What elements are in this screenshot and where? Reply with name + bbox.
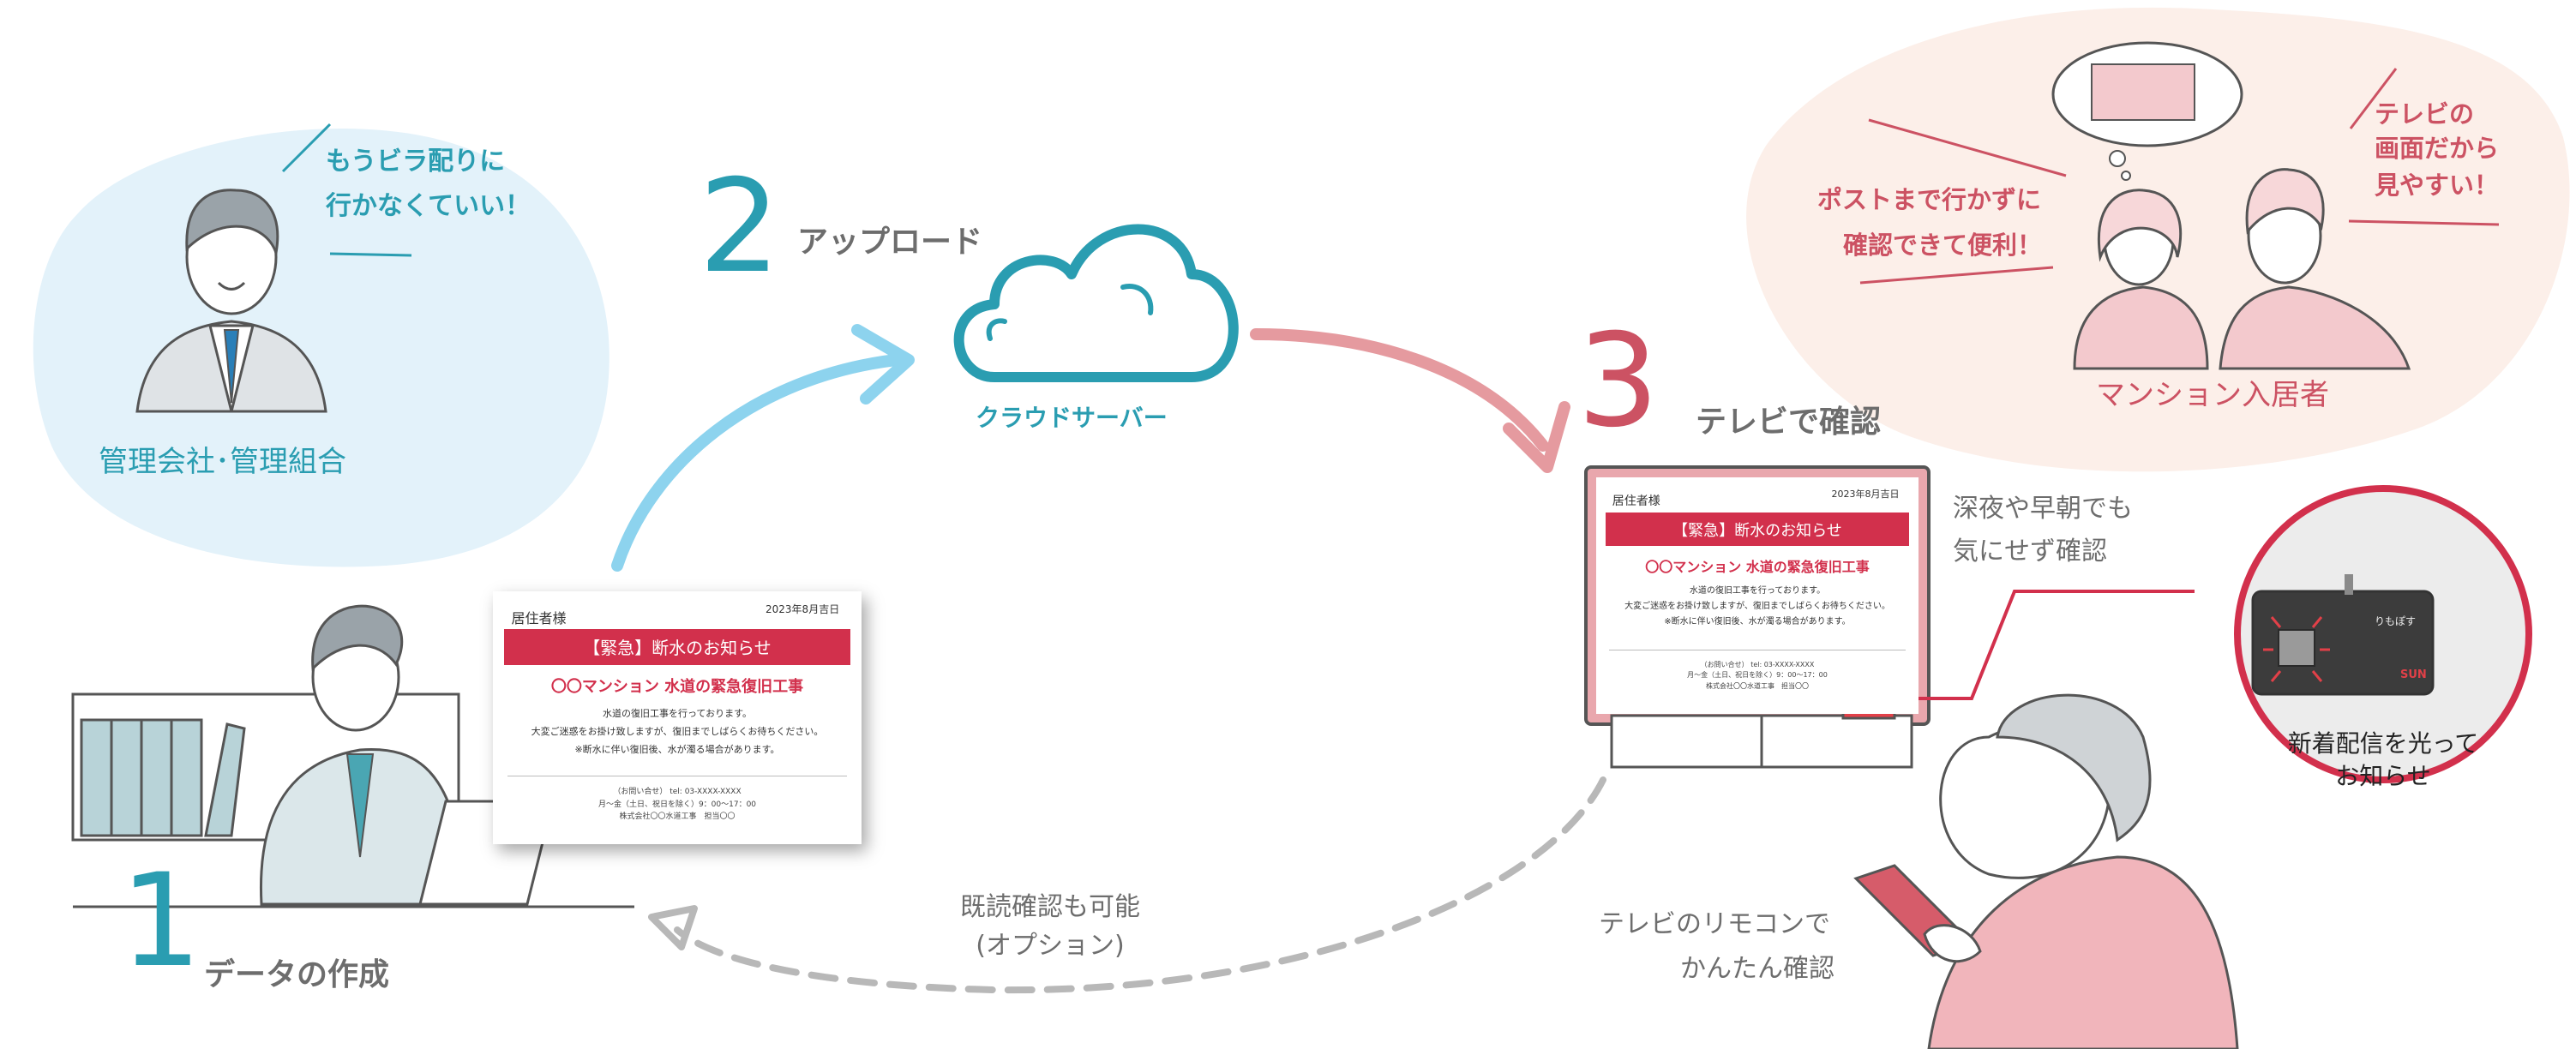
device-brand: SUN xyxy=(2400,668,2427,681)
tv-screen-notice: 2023年8月吉日 居住者様 【緊急】断水のお知らせ 〇〇マンション 水道の緊急… xyxy=(1596,477,1918,714)
admin-background-blob xyxy=(33,129,609,567)
device-caption-line2: お知らせ xyxy=(2335,762,2431,790)
cloud-server-icon xyxy=(953,224,1239,382)
step1-number: 1 xyxy=(120,847,202,996)
notice-body-line2: 大変ご迷惑をお掛け致しますが、復旧までしばらくお待ちください。 xyxy=(531,725,824,737)
notice-contact: （お問い合せ） tel: 03-XXXX-XXXX xyxy=(613,788,742,797)
device-connector-line xyxy=(1903,590,2195,700)
admin-person-icon xyxy=(135,189,327,413)
notice-headline: 〇〇マンション 水道の緊急復旧工事 xyxy=(550,678,804,697)
tv-notice-contact: （お問い合せ） tel: 03-XXXX-XXXX xyxy=(1700,660,1815,668)
resident-speech-left-line1: ポストまで行かずに xyxy=(1817,185,2042,214)
upload-arrowhead xyxy=(851,324,915,405)
notice-addressee: 居住者様 xyxy=(511,609,567,626)
admin-speech-line2: 行かなくていい！ xyxy=(326,191,531,221)
tv-notice-date: 2023年8月吉日 xyxy=(1831,489,1900,501)
tv-notice-company: 株式会社〇〇水道工事 担当〇〇 xyxy=(1706,682,1809,691)
tv-notice-addressee: 居住者様 xyxy=(1612,494,1660,508)
delivery-arrow xyxy=(1250,328,1549,452)
notice-document: 2023年8月吉日 居住者様 【緊急】断水のお知らせ 〇〇マンション 水道の緊急… xyxy=(493,591,862,844)
elderly-man-illustration xyxy=(1853,693,2239,1049)
step3-label: テレビで確認 xyxy=(1696,405,1882,440)
read-receipt-arrowhead xyxy=(648,905,698,950)
notice-body-line1: 水道の復旧工事を行っております。 xyxy=(602,707,753,719)
step2-label: アップロード xyxy=(797,225,983,260)
tv-notice-banner: 【緊急】断水のお知らせ xyxy=(1606,513,1909,547)
delivery-arrowhead xyxy=(1503,401,1570,473)
step2-number: 2 xyxy=(699,153,781,302)
notice-body-line3: ※断水に伴い復旧後、水が濁る場合があります。 xyxy=(574,743,780,755)
tv-notice-body-line2: 大変ご迷惑をお掛け致しますが、復旧までしばらくお待ちください。 xyxy=(1624,602,1890,612)
resident-speech-right-line3: 見やすい！ xyxy=(2375,171,2500,200)
device-caption-line1: 新着配信を光って xyxy=(2287,729,2479,758)
tv-notice-headline: 〇〇マンション 水道の緊急復旧工事 xyxy=(1645,559,1870,576)
resident-speech-left-line2: 確認できて便利！ xyxy=(1843,231,2043,260)
step3-number: 3 xyxy=(1577,307,1660,456)
tv-notice-body: 水道の復旧工事を行っております。 大変ご迷惑をお掛け致しますが、復旧までしばらく… xyxy=(1609,584,1906,630)
residents-illustration xyxy=(2051,41,2411,370)
tv-notice-hours: 月〜金（土日、祝日を除く）9：00〜17：00 xyxy=(1687,671,1828,680)
speech-mark xyxy=(329,252,412,257)
notice-hours: 月〜金（土日、祝日を除く）9：00〜17：00 xyxy=(597,800,757,809)
resident-label: マンション入居者 xyxy=(2096,378,2329,412)
notification-device-icon xyxy=(2234,485,2532,783)
admin-label: 管理会社･管理組合 xyxy=(99,445,346,479)
tv-notice-body-line3: ※断水に伴い復旧後、水が濁る場合があります。 xyxy=(1664,617,1851,627)
notice-date: 2023年8月吉日 xyxy=(766,602,840,615)
remote-note-line1: テレビのリモコンで xyxy=(1599,909,1830,939)
tv-notice-body-line1: 水道の復旧工事を行っております。 xyxy=(1689,586,1826,596)
notice-footer: （お問い合せ） tel: 03-XXXX-XXXX 月〜金（土日、祝日を除く）9… xyxy=(493,786,862,823)
cloud-label: クラウドサーバー xyxy=(976,404,1168,432)
notice-company: 株式会社〇〇水道工事 担当〇〇 xyxy=(619,812,736,821)
notice-body: 水道の復旧工事を行っております。 大変ご迷惑をお掛け致しますが、復旧までしばらく… xyxy=(507,705,847,759)
read-receipt-line2: (オプション) xyxy=(976,931,1125,961)
read-receipt-line1: 既読確認も可能 xyxy=(960,892,1140,922)
speech-mark xyxy=(281,123,332,173)
tv-note-line1: 深夜や早朝でも xyxy=(1953,494,2133,524)
remote-note-line2: かんたん確認 xyxy=(1680,954,1834,984)
notice-banner: 【緊急】断水のお知らせ xyxy=(503,629,851,665)
tv-notice-footer: （お問い合せ） tel: 03-XXXX-XXXX 月〜金（土日、祝日を除く）9… xyxy=(1596,660,1918,692)
device-button-label: りもぽす xyxy=(2375,615,2417,627)
upload-arrow xyxy=(611,354,902,572)
resident-speech-right-line2: 画面だから xyxy=(2375,134,2500,163)
step1-label: データの作成 xyxy=(204,957,390,992)
read-receipt-arrow xyxy=(674,776,1606,994)
resident-speech-right-line1: テレビの xyxy=(2375,99,2475,129)
admin-speech-line1: もうビラ配りに xyxy=(326,147,506,177)
tv-note-line2: 気にせず確認 xyxy=(1953,536,2107,566)
